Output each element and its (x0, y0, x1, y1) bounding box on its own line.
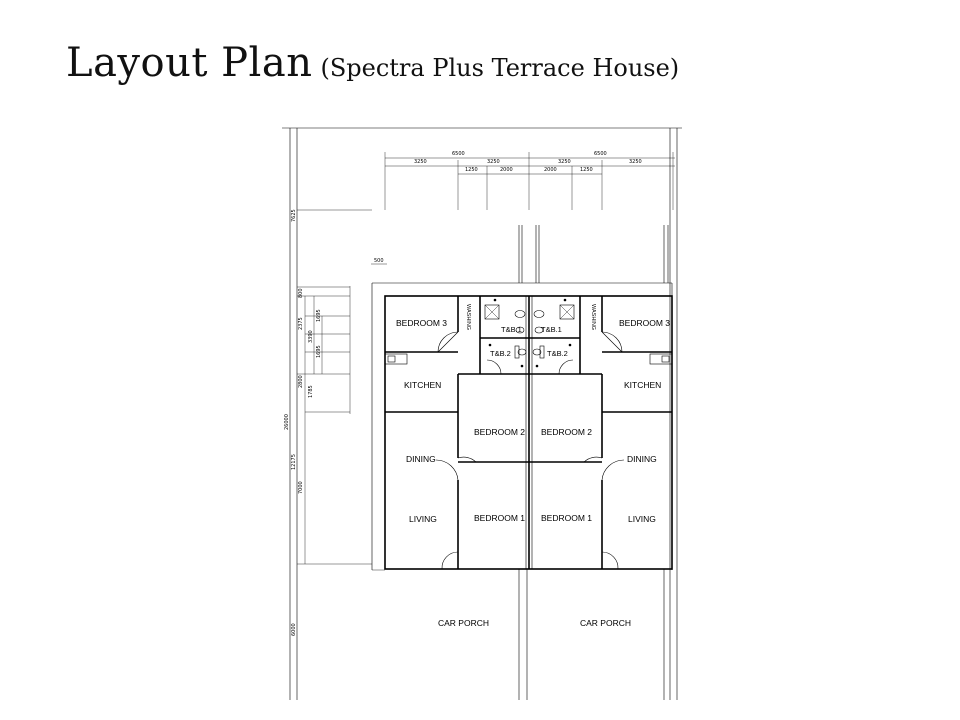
room-label-carporch-right: CAR PORCH (580, 618, 631, 628)
dim-1250-left: 1250 (465, 167, 478, 173)
room-label-living-left: LIVING (409, 514, 437, 524)
slide-title: Layout Plan(Spectra Plus Terrace House) (66, 40, 679, 86)
room-label-bedroom1-left: BEDROOM 1 (474, 513, 525, 523)
room-label-bedroom3-right: BEDROOM 3 (619, 318, 670, 328)
top-dimensions: 6500 6500 3250 3250 3250 3250 1250 2000 … (371, 151, 675, 265)
dim-7000: 7000 (298, 481, 304, 494)
dim-3250-c: 3250 (558, 159, 571, 165)
dim-500: 500 (374, 258, 384, 264)
room-label-tb2-right: T&B.2 (547, 349, 568, 358)
room-label-kitchen-right: KITCHEN (624, 380, 661, 390)
left-dimensions: 7625 26000 800 2375 1695 3390 1695 2800 … (284, 209, 372, 636)
dim-12175: 12175 (291, 454, 297, 470)
title-text: Layout Plan (66, 40, 313, 86)
dim-800: 800 (298, 288, 304, 298)
dim-6000: 6000 (291, 623, 297, 636)
dim-7625: 7625 (291, 209, 297, 222)
room-label-carporch-left: CAR PORCH (438, 618, 489, 628)
dim-6500-right: 6500 (594, 151, 607, 157)
room-labels: BEDROOM 3 BEDROOM 3 WASHING WASHING T&B.… (396, 304, 670, 628)
room-label-bedroom2-left: BEDROOM 2 (474, 427, 525, 437)
boundary-lines (282, 127, 682, 700)
dim-1250-right: 1250 (580, 167, 593, 173)
room-label-washing-right: WASHING (590, 304, 596, 330)
dim-1695b: 1695 (316, 345, 322, 358)
room-label-bedroom3-left: BEDROOM 3 (396, 318, 447, 328)
room-label-bedroom1-right: BEDROOM 1 (541, 513, 592, 523)
dim-6500-left: 6500 (452, 151, 465, 157)
room-label-living-right: LIVING (628, 514, 656, 524)
room-label-tb2-left: T&B.2 (490, 349, 511, 358)
car-porch-lines (372, 569, 665, 700)
dim-2375: 2375 (298, 317, 304, 330)
dim-1785: 1785 (308, 385, 314, 398)
room-label-tb1-left: T&B.1 (501, 325, 522, 334)
room-label-dining-left: DINING (406, 454, 436, 464)
room-label-bedroom2-right: BEDROOM 2 (541, 427, 592, 437)
room-label-kitchen-left: KITCHEN (404, 380, 441, 390)
dim-2800: 2800 (298, 375, 304, 388)
subtitle-text: (Spectra Plus Terrace House) (320, 54, 680, 82)
dim-1695: 1695 (316, 309, 322, 322)
dim-2000-left: 2000 (500, 167, 513, 173)
dim-3250-a: 3250 (414, 159, 427, 165)
room-label-washing-left: WASHING (465, 304, 471, 330)
room-label-dining-right: DINING (627, 454, 657, 464)
dim-26000: 26000 (284, 414, 290, 430)
house-walls (384, 295, 673, 570)
door-swings (435, 331, 625, 570)
dim-2000-right: 2000 (544, 167, 557, 173)
dim-3390: 3390 (308, 330, 314, 343)
bathroom-fixtures (384, 298, 673, 368)
dim-3250-d: 3250 (629, 159, 642, 165)
dim-3250-b: 3250 (487, 159, 500, 165)
room-label-tb1-right: T&B.1 (541, 325, 562, 334)
